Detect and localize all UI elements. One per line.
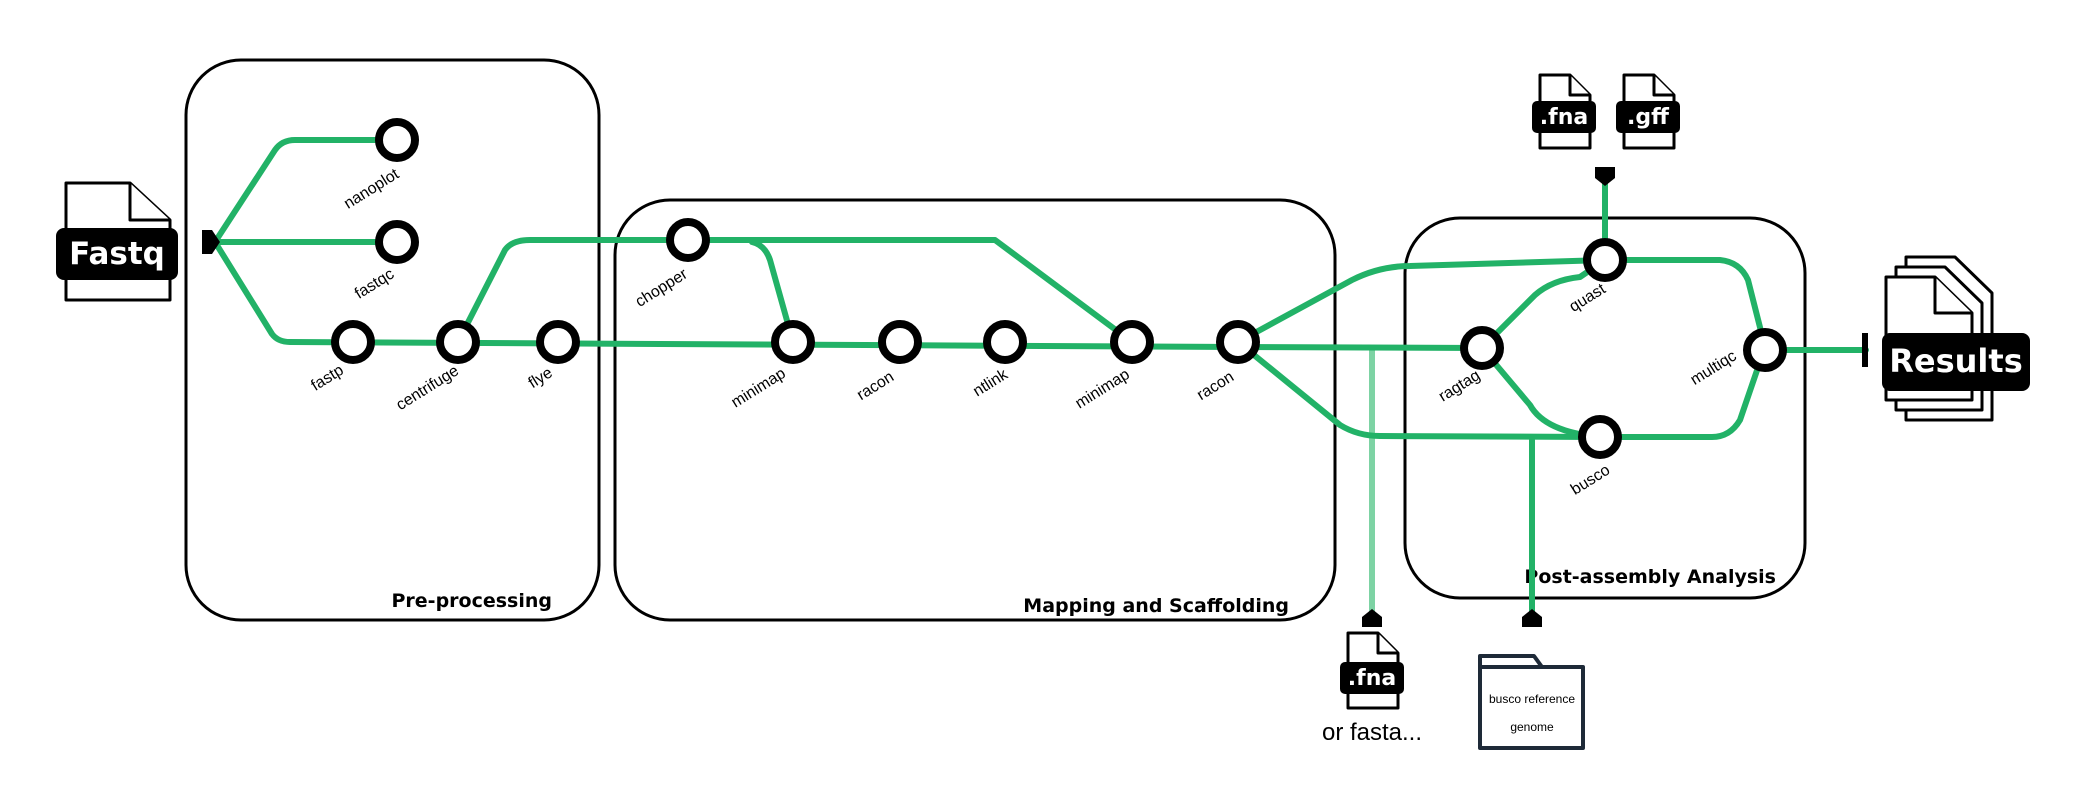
label-ntlink: ntlink [970, 366, 1012, 401]
quast-gff-file-icon: .gff [1616, 73, 1680, 150]
quast-input-marker [1595, 167, 1615, 186]
node-quast[interactable] [1583, 238, 1627, 282]
node-minimap-1[interactable] [771, 320, 815, 364]
label-centrifuge: centrifuge [393, 362, 462, 414]
busco-reference-line2: genome [1510, 720, 1554, 734]
node-ntlink[interactable] [983, 320, 1027, 364]
label-busco: busco [1568, 462, 1613, 499]
label-fastp: fastp [308, 362, 347, 395]
quast-fna-label: .fna [1540, 105, 1588, 130]
ragtag-alt-format-text: or fasta... [1322, 719, 1422, 746]
ragtag-input-marker [1362, 609, 1382, 627]
node-chopper[interactable] [666, 218, 710, 262]
busco-input-marker [1522, 609, 1542, 627]
label-flye: flye [526, 364, 556, 392]
node-fastp[interactable] [331, 320, 375, 364]
node-nanoplot[interactable] [375, 118, 419, 162]
mapping-stage-label: Mapping and Scaffolding [1023, 595, 1289, 617]
track-racon-quast [1235, 257, 1768, 350]
ragtag-fna-file-icon: .fna [1340, 631, 1404, 710]
node-fastqc[interactable] [375, 220, 419, 264]
pipeline-start-marker [202, 230, 220, 254]
quast-gff-label: .gff [1627, 105, 1670, 130]
node-flye[interactable] [536, 320, 580, 364]
label-quast: quast [1567, 280, 1610, 315]
label-fastqc: fastqc [352, 266, 397, 303]
track-ragtag-busco [1479, 345, 1603, 440]
node-minimap-2[interactable] [1110, 320, 1154, 364]
track-chopper-minimap [749, 239, 796, 345]
quast-fna-file-icon: .fna [1532, 73, 1596, 150]
pipeline-end-marker [1862, 333, 1868, 367]
label-ragtag: ragtag [1436, 367, 1483, 405]
track-main [212, 239, 1485, 351]
post-assembly-stage-label: Post-assembly Analysis [1524, 566, 1776, 588]
label-racon-1: racon [854, 368, 897, 404]
fastq-label: Fastq [69, 236, 165, 272]
label-minimap-2: minimap [1072, 366, 1132, 413]
results-label: Results [1889, 342, 2022, 380]
preprocessing-stage-label: Pre-processing [392, 590, 553, 612]
node-multiqc[interactable] [1743, 328, 1787, 372]
track-ragtag-quast [1479, 257, 1608, 351]
busco-reference-folder-icon: busco reference genome [1478, 654, 1585, 750]
node-racon-1[interactable] [878, 320, 922, 364]
track-centrifuge-bypass [455, 237, 1135, 345]
label-racon-2: racon [1194, 368, 1237, 404]
label-nanoplot: nanoplot [341, 165, 403, 212]
preprocessing-stage-box [184, 58, 601, 622]
track-nanoplot [212, 137, 400, 245]
node-centrifuge[interactable] [436, 320, 480, 364]
mapping-stage-box [613, 198, 1337, 622]
label-chopper: chopper [633, 265, 692, 310]
fastq-file-icon: Fastq [56, 181, 178, 302]
busco-reference-line1: busco reference [1489, 692, 1575, 706]
node-ragtag[interactable] [1460, 326, 1504, 370]
results-files-icon: Results [1882, 255, 2030, 422]
node-busco[interactable] [1578, 415, 1622, 459]
ragtag-fna-label: .fna [1348, 666, 1396, 691]
label-multiqc: multiqc [1688, 348, 1740, 389]
label-minimap-1: minimap [728, 365, 788, 412]
node-racon-2[interactable] [1216, 320, 1260, 364]
